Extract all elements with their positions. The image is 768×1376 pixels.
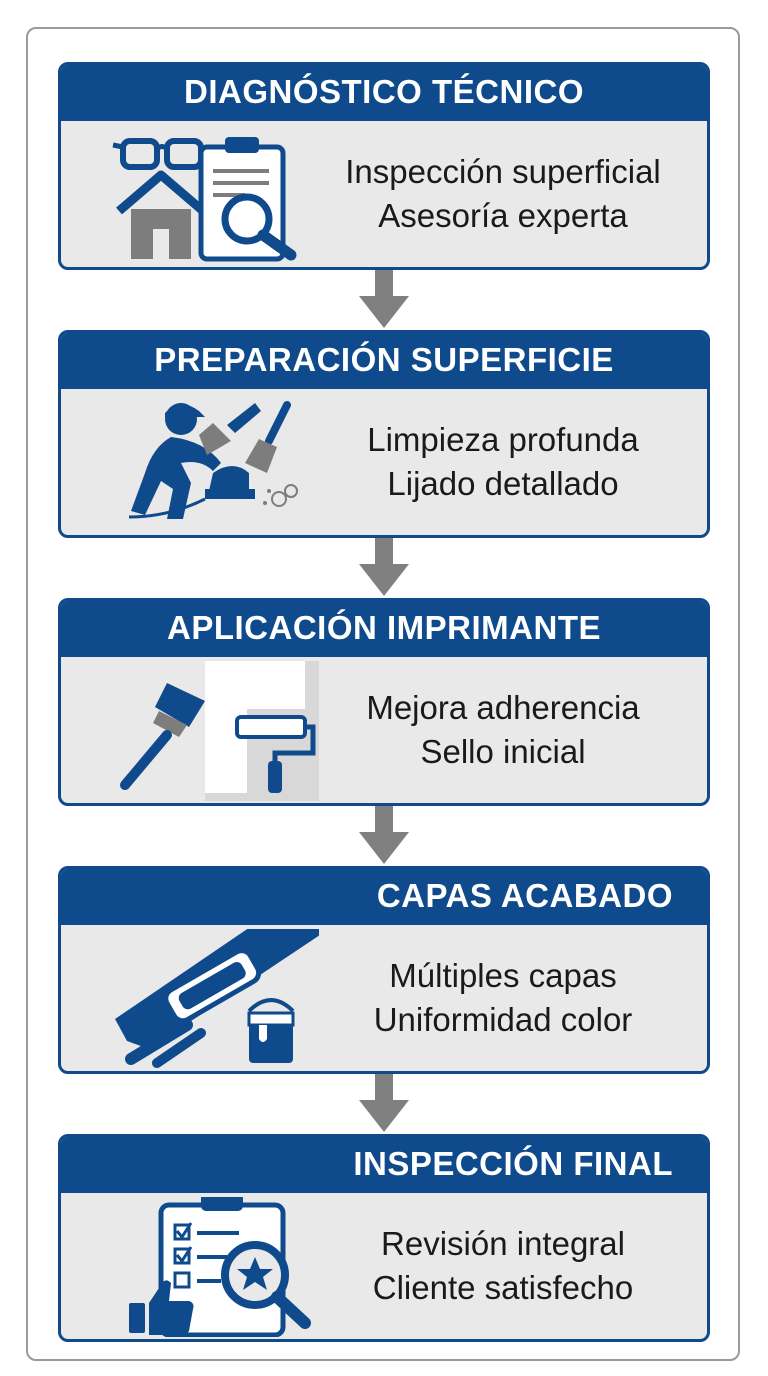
step-title: APLICACIÓN IMPRIMANTE	[61, 601, 707, 657]
brush-roller-icon	[120, 661, 319, 801]
step-diagnostico: DIAGNÓSTICO TÉCNICO Inspección superfici…	[58, 62, 710, 270]
step-line: Cliente satisfecho	[372, 1269, 634, 1306]
step-line: Limpieza profunda	[367, 421, 639, 458]
step-line: Múltiples capas	[389, 957, 617, 994]
down-arrow-icon	[359, 538, 409, 596]
step-preparacion: PREPARACIÓN SUPERFICIE Limpieza profunda	[58, 330, 710, 538]
checklist-thumbs-up-magnifier-icon	[129, 1197, 311, 1337]
worker-sander-icon	[128, 401, 298, 519]
step-line: Revisión integral	[381, 1225, 625, 1262]
step-capas: CAPAS ACABADO Múltiples capas Uniformida…	[58, 866, 710, 1074]
step-title: PREPARACIÓN SUPERFICIE	[61, 333, 707, 389]
step-line: Sello inicial	[420, 733, 586, 770]
step-title: CAPAS ACABADO	[61, 869, 707, 925]
step-title: INSPECCIÓN FINAL	[61, 1137, 707, 1193]
step-line: Mejora adherencia	[366, 689, 640, 726]
step-line: Uniformidad color	[373, 1001, 633, 1038]
down-arrow-icon	[359, 1074, 409, 1132]
step-inspeccion: INSPECCIÓN FINAL Revisión integral Cl	[58, 1134, 710, 1342]
down-arrow-icon	[359, 806, 409, 864]
glasses-house-clipboard-magnifier-icon	[112, 137, 297, 262]
down-arrow-icon	[359, 270, 409, 328]
step-line: Asesoría experta	[378, 197, 628, 234]
step-title: DIAGNÓSTICO TÉCNICO	[61, 65, 707, 121]
paint-roller-bucket-icon	[115, 929, 319, 1068]
step-line: Inspección superficial	[345, 153, 661, 190]
step-line: Lijado detallado	[387, 465, 619, 502]
step-aplicacion: APLICACIÓN IMPRIMANTE Mejora adherencia …	[58, 598, 710, 806]
